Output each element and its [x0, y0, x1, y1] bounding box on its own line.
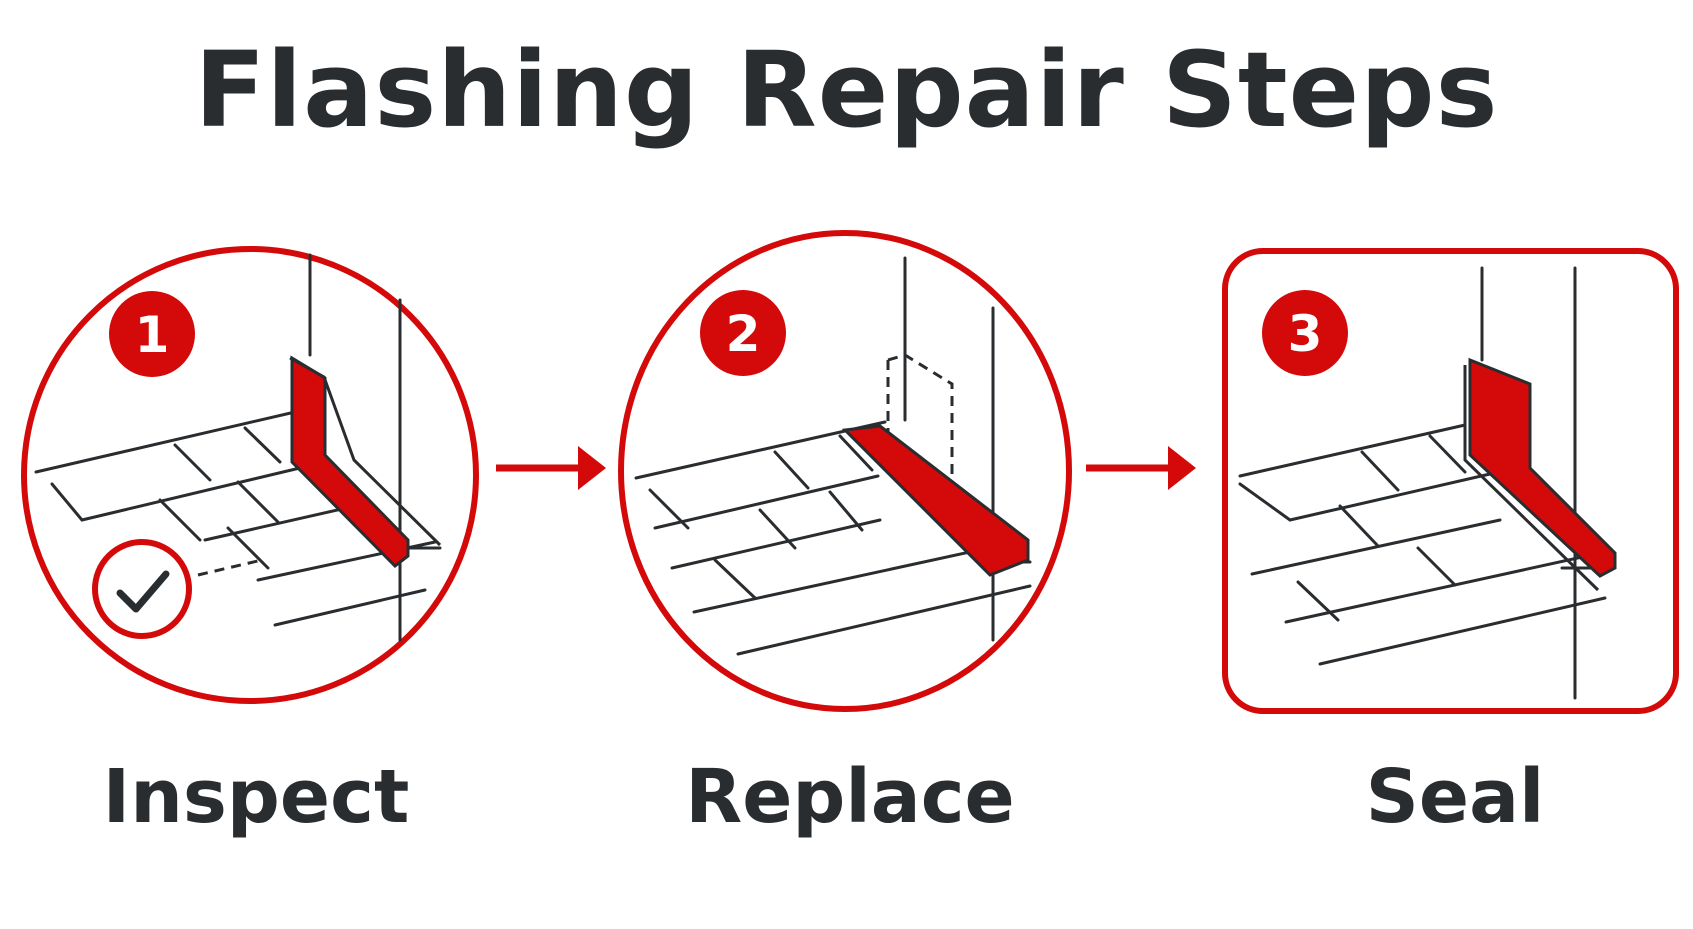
step-3-badge: [1262, 290, 1348, 376]
step-3-sealed-flashing: [1468, 357, 1617, 578]
step-1-panel: 1: [21, 246, 479, 704]
step-3-panel: 3: [1222, 248, 1679, 714]
step-1-label: Inspect: [102, 754, 410, 840]
step-1-frame: [21, 246, 479, 704]
step-2-new-flashing: [841, 424, 1030, 577]
page-title: Flashing Repair Steps: [194, 29, 1499, 151]
checkmark-icon: [116, 570, 170, 613]
step-2-panel: 2: [618, 230, 1072, 712]
step-3-roof-illustration: [1238, 266, 1614, 700]
step-2-label: Replace: [685, 754, 1015, 840]
inspect-check-ring: [92, 539, 192, 639]
step-2-roof-illustration: [634, 256, 1032, 656]
inspect-leader-line: [197, 558, 263, 577]
step-2-badge: [700, 290, 786, 376]
step-3-frame: [1222, 248, 1679, 714]
step-2-frame: [618, 230, 1072, 712]
step-3-number: 3: [1288, 305, 1323, 363]
arrow-right-icon: [1086, 446, 1196, 490]
step-1-flashing: [290, 355, 410, 568]
step-1-number: 1: [135, 306, 170, 364]
step-1-badge: [109, 291, 195, 377]
step-2-number: 2: [726, 305, 761, 363]
step-3-label: Seal: [1365, 754, 1545, 840]
arrow-right-icon: [496, 446, 606, 490]
